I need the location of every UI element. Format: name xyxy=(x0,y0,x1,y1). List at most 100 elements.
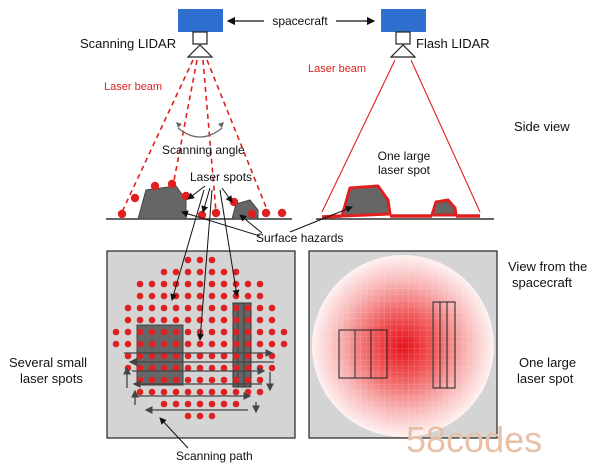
flash-hazard-outlines xyxy=(338,301,456,389)
scanning-angle-arc xyxy=(177,127,223,138)
laser-spot xyxy=(196,256,204,264)
laser-spot xyxy=(172,400,180,408)
laser-spot xyxy=(148,352,156,360)
laser-spot xyxy=(208,292,216,300)
laser-spot xyxy=(184,340,192,348)
laser-spot xyxy=(136,280,144,288)
surface-hazards-pointers xyxy=(181,205,353,237)
laser-spot xyxy=(232,268,240,276)
laser-spot xyxy=(148,388,156,396)
scanning-lidar-mount xyxy=(192,31,208,45)
laser-spot xyxy=(256,316,264,324)
laser-beam-label-left: Laser beam xyxy=(104,81,162,93)
flash-spot-grid-overlay xyxy=(312,255,494,437)
laser-spot xyxy=(160,280,168,288)
laser-spot xyxy=(244,376,252,384)
laser-spot xyxy=(124,304,132,312)
laser-spot xyxy=(136,376,144,384)
laser-spot xyxy=(172,340,180,348)
laser-spot xyxy=(136,304,144,312)
laser-spot xyxy=(148,304,156,312)
laser-spot xyxy=(196,364,204,372)
laser-spot xyxy=(268,304,276,312)
laser-spot xyxy=(256,388,264,396)
laser-spot xyxy=(172,376,180,384)
laser-spot xyxy=(232,328,240,336)
laser-spot xyxy=(184,316,192,324)
laser-spot xyxy=(136,340,144,348)
laser-spot xyxy=(148,364,156,372)
laser-spot xyxy=(136,292,144,300)
laser-spot xyxy=(160,292,168,300)
laser-spot xyxy=(160,352,168,360)
laser-spot xyxy=(124,352,132,360)
laser-spot xyxy=(232,292,240,300)
laser-spot xyxy=(220,280,228,288)
laser-spot xyxy=(172,328,180,336)
laser-spot xyxy=(160,328,168,336)
scanning-angle-arrow-right-icon xyxy=(218,122,224,128)
laser-spot xyxy=(148,328,156,336)
laser-spot xyxy=(208,376,216,384)
laser-spot xyxy=(160,388,168,396)
laser-spot xyxy=(220,352,228,360)
laser-spot xyxy=(136,316,144,324)
laser-spot xyxy=(196,352,204,360)
laser-spot xyxy=(232,316,240,324)
laser-spot xyxy=(244,340,252,348)
laser-spot xyxy=(244,388,252,396)
laser-spot xyxy=(184,364,192,372)
laser-beam-label-right: Laser beam xyxy=(308,63,366,75)
one-large-laser-spot-top-line1: One large xyxy=(519,355,576,370)
laser-spot xyxy=(148,340,156,348)
laser-spot xyxy=(196,388,204,396)
laser-spot xyxy=(172,388,180,396)
laser-spot xyxy=(184,256,192,264)
laser-spot xyxy=(220,328,228,336)
laser-spot xyxy=(244,328,252,336)
laser-spot xyxy=(124,328,132,336)
laser-spot xyxy=(232,400,240,408)
view-from-spacecraft-line2: spacecraft xyxy=(512,275,572,290)
several-small-laser-spots-line2: laser spots xyxy=(20,371,83,386)
scanning-angle-label: Scanning angle xyxy=(162,143,245,157)
laser-spot xyxy=(268,352,276,360)
laser-spot xyxy=(196,412,204,420)
laser-spot xyxy=(136,388,144,396)
laser-spot xyxy=(232,376,240,384)
scanning-path-label: Scanning path xyxy=(176,449,253,463)
flash-lidar-body xyxy=(381,9,426,32)
one-large-laser-spot-side-line1: One large xyxy=(378,149,431,163)
laser-spot xyxy=(196,268,204,276)
laser-spot xyxy=(232,280,240,288)
laser-spot xyxy=(220,388,228,396)
laser-spot xyxy=(208,304,216,312)
laser-spot xyxy=(244,304,252,312)
laser-spot xyxy=(136,364,144,372)
scanning-lidar-body xyxy=(178,9,223,32)
laser-spot xyxy=(160,376,168,384)
spacecraft-label: spacecraft xyxy=(272,14,328,28)
laser-spot xyxy=(208,352,216,360)
laser-spot xyxy=(160,340,168,348)
laser-spot xyxy=(148,376,156,384)
laser-spots-pointers xyxy=(187,185,233,213)
laser-spot xyxy=(172,352,180,360)
scanning-path xyxy=(123,349,274,414)
laser-spot xyxy=(220,400,228,408)
laser-spot xyxy=(124,364,132,372)
laser-spot xyxy=(220,292,228,300)
laser-spot xyxy=(232,364,240,372)
view-from-spacecraft-line1: View from the xyxy=(508,259,587,274)
one-large-laser-spot-top-line2: laser spot xyxy=(517,371,574,386)
laser-spot xyxy=(208,328,216,336)
laser-spot xyxy=(196,280,204,288)
laser-spot xyxy=(268,364,276,372)
laser-spot xyxy=(184,328,192,336)
laser-spot xyxy=(220,304,228,312)
laser-spot xyxy=(112,328,120,336)
laser-spot xyxy=(220,376,228,384)
laser-spot xyxy=(208,400,216,408)
laser-spot xyxy=(196,376,204,384)
